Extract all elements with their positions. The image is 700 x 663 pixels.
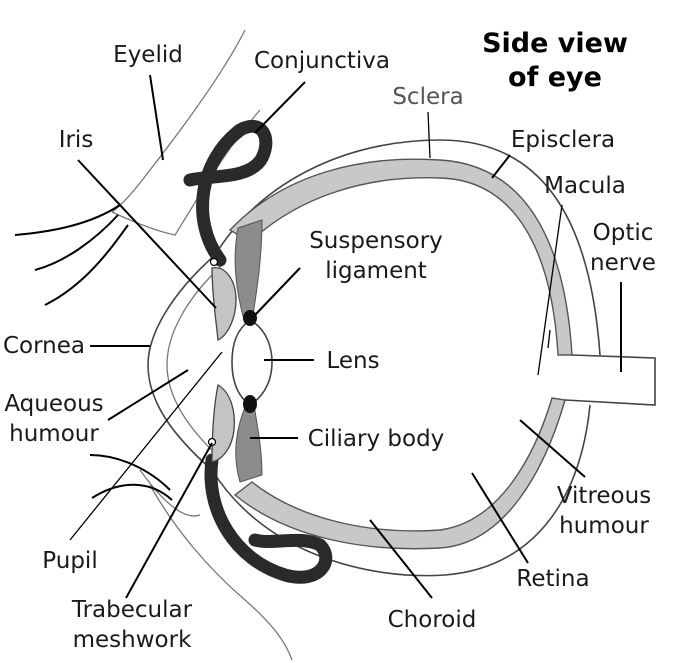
label-iris: Iris xyxy=(59,127,94,153)
pupil-leader xyxy=(69,351,223,541)
leader-lines xyxy=(69,74,622,599)
diagram-title-line1: Side view xyxy=(482,28,628,59)
iris-lower xyxy=(211,383,236,463)
trabecular-dot-upper xyxy=(209,257,219,267)
label-sclera: Sclera xyxy=(392,84,463,110)
trabecular-dot-lower xyxy=(207,437,217,447)
cornea-inner-outline xyxy=(166,264,223,459)
choroid-band-lower xyxy=(233,397,566,550)
label-suspensory-line1: Suspensory xyxy=(309,228,443,254)
label-episclera: Episclera xyxy=(511,127,615,153)
label-vitreous-line2: humour xyxy=(559,513,649,539)
macula-mark xyxy=(547,329,551,349)
trabecular-leader xyxy=(125,442,213,599)
label-aqueous-line1: Aqueous xyxy=(4,391,103,417)
aqueous-leader xyxy=(107,369,189,421)
choroid-band xyxy=(228,158,573,356)
conjunctiva-lower xyxy=(204,453,333,584)
lens xyxy=(231,319,273,406)
label-trabecular-line1: Trabecular xyxy=(71,597,193,623)
label-ciliary-body: Ciliary body xyxy=(308,426,445,452)
label-optic-line1: Optic xyxy=(593,220,654,246)
label-vitreous-line1: Vitreous xyxy=(557,483,651,509)
eyelid-leader xyxy=(149,74,164,161)
conjunctiva-upper xyxy=(183,119,273,267)
eye-structures xyxy=(14,29,656,661)
ciliary-body-upper xyxy=(234,219,263,323)
suspensory-ligament-upper xyxy=(243,310,257,326)
diagram-title-line2: of eye xyxy=(508,62,602,93)
label-conjunctiva: Conjunctiva xyxy=(254,48,390,74)
label-retina: Retina xyxy=(516,566,589,592)
choroid-leader xyxy=(369,519,433,599)
label-macula: Macula xyxy=(544,173,626,199)
optic-nerve xyxy=(564,354,656,406)
iris-upper xyxy=(211,267,237,342)
episclera-leader xyxy=(491,154,511,179)
suspensory-leader xyxy=(254,267,301,316)
label-choroid: Choroid xyxy=(388,607,477,633)
label-aqueous-line2: humour xyxy=(9,421,99,447)
label-optic-line2: nerve xyxy=(590,250,656,276)
macula-leader xyxy=(537,204,563,376)
label-trabecular-line2: meshwork xyxy=(73,627,192,653)
label-pupil: Pupil xyxy=(42,548,97,574)
label-eyelid: Eyelid xyxy=(113,42,183,68)
sclera-outline xyxy=(211,139,601,577)
upper-eyelashes xyxy=(14,204,129,306)
conjunctiva-leader xyxy=(254,81,306,134)
iris-leader xyxy=(77,159,217,309)
cornea-outline xyxy=(147,254,216,471)
label-cornea: Cornea xyxy=(3,333,85,359)
sclera-leader xyxy=(427,111,431,159)
retina-leader xyxy=(471,472,529,564)
labels: Side view of eye Eyelid Conjunctiva Scle… xyxy=(3,28,656,653)
ciliary-body-lower xyxy=(235,404,263,483)
lower-eyelashes xyxy=(89,454,173,501)
label-suspensory-line2: ligament xyxy=(325,258,427,284)
suspensory-ligament-lower xyxy=(243,395,257,413)
label-lens: Lens xyxy=(326,348,379,374)
vitreous-leader xyxy=(519,419,586,478)
upper-eyelid-outline xyxy=(111,29,246,213)
lower-eyelid-outline xyxy=(139,469,201,517)
